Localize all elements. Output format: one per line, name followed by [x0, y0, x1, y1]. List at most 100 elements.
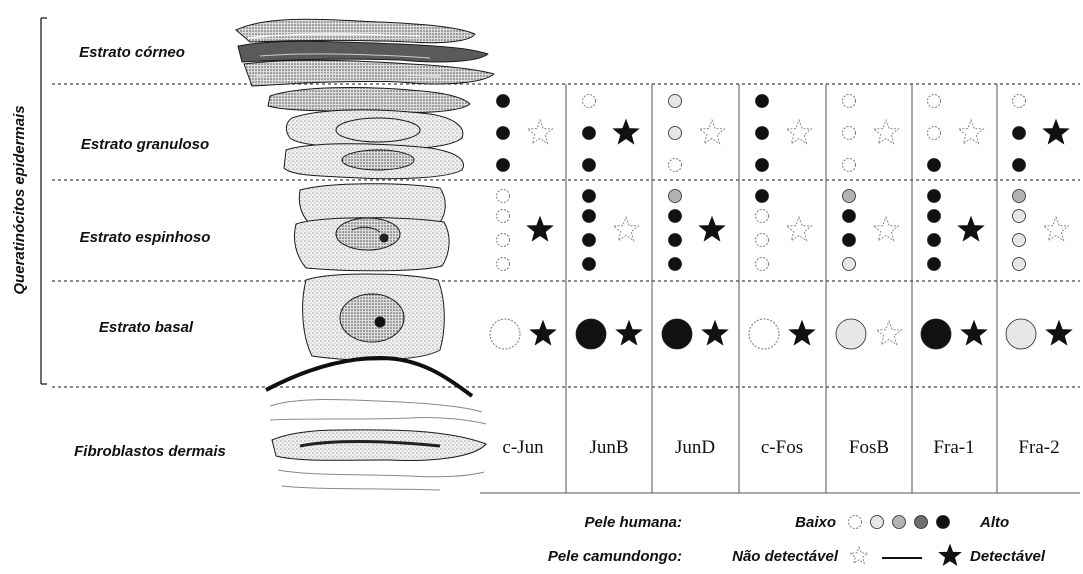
basal-cells [266, 274, 472, 396]
dot-fosb-espinhoso-4 [843, 258, 856, 271]
star-fra-1-espinhoso [959, 217, 984, 241]
dot-fra-2-granuloso-2 [1013, 127, 1026, 140]
legend-level-1 [871, 516, 884, 529]
dot-fra-1-espinhoso-2 [928, 210, 941, 223]
expression-marks [490, 95, 1071, 350]
dot-c-fos-basal [749, 319, 779, 349]
legend: Pele humana: Baixo Alto Pele camundongo:… [548, 514, 1046, 565]
star-fosb-basal [877, 321, 902, 345]
star-c-fos-espinhoso [787, 217, 812, 241]
dot-fra-2-espinhoso-3 [1013, 234, 1026, 247]
dot-fosb-espinhoso-1 [843, 190, 856, 203]
dot-c-jun-basal [490, 319, 520, 349]
legend-star-empty [850, 547, 867, 563]
layer-label-fibroblastos: Fibroblastos dermais [74, 443, 226, 460]
protein-label-fra-1: Fra-1 [933, 437, 974, 458]
epidermis-bracket [41, 18, 47, 384]
protein-label-fra-2: Fra-2 [1018, 437, 1059, 458]
star-junb-granuloso [614, 120, 639, 144]
legend-level-scale [849, 516, 950, 529]
dot-fra-2-espinhoso-4 [1013, 258, 1026, 271]
legend-level-4 [937, 516, 950, 529]
dot-c-jun-espinhoso-2 [497, 210, 510, 223]
legend-high-label: Alto [979, 514, 1009, 531]
dot-jund-espinhoso-4 [669, 258, 682, 271]
protein-label-c-fos: c-Fos [761, 437, 803, 458]
dot-fra-1-granuloso-3 [928, 159, 941, 172]
star-fra-2-granuloso [1044, 120, 1069, 144]
legend-mouse-label: Pele camundongo: [548, 548, 682, 565]
dot-fra-1-espinhoso-4 [928, 258, 941, 271]
axis-label: Queratinócitos epidermais [11, 105, 28, 294]
layer-label-granuloso: Estrato granuloso [81, 136, 209, 153]
legend-human-label: Pele humana: [584, 514, 682, 531]
table-grid [480, 84, 1080, 493]
dot-fosb-granuloso-3 [843, 159, 856, 172]
dot-junb-basal [576, 319, 606, 349]
dot-fosb-granuloso-1 [843, 95, 856, 108]
star-fosb-granuloso [874, 120, 899, 144]
star-fra-1-granuloso [959, 120, 984, 144]
dot-jund-espinhoso-1 [669, 190, 682, 203]
star-fra-1-basal [962, 321, 987, 345]
corneum-layers [236, 19, 494, 86]
dot-fosb-granuloso-2 [843, 127, 856, 140]
dot-c-jun-granuloso-1 [497, 95, 510, 108]
keratinocyte-illustration [236, 19, 494, 490]
dot-c-fos-granuloso-2 [756, 127, 769, 140]
protein-label-junb: JunB [589, 437, 628, 458]
protein-label-c-jun: c-Jun [502, 437, 544, 458]
star-fra-2-basal [1047, 321, 1072, 345]
dot-fra-1-basal [921, 319, 951, 349]
dot-junb-espinhoso-3 [583, 234, 596, 247]
dot-fosb-espinhoso-3 [843, 234, 856, 247]
dot-c-jun-granuloso-2 [497, 127, 510, 140]
dot-fra-1-espinhoso-3 [928, 234, 941, 247]
dot-jund-granuloso-3 [669, 159, 682, 172]
dot-fra-1-espinhoso-1 [928, 190, 941, 203]
dot-c-fos-espinhoso-2 [756, 210, 769, 223]
legend-low-label: Baixo [795, 514, 836, 531]
star-c-fos-granuloso [787, 120, 812, 144]
dot-jund-granuloso-1 [669, 95, 682, 108]
star-jund-basal [703, 321, 728, 345]
dot-fra-1-granuloso-1 [928, 95, 941, 108]
dot-jund-espinhoso-3 [669, 234, 682, 247]
dot-junb-espinhoso-1 [583, 190, 596, 203]
dot-jund-basal [662, 319, 692, 349]
dot-fra-2-basal [1006, 319, 1036, 349]
granular-cells [268, 88, 470, 179]
legend-level-0 [849, 516, 862, 529]
star-fra-2-espinhoso [1044, 217, 1069, 241]
star-c-jun-espinhoso [528, 217, 553, 241]
dot-junb-granuloso-3 [583, 159, 596, 172]
dot-c-fos-espinhoso-1 [756, 190, 769, 203]
layer-label-basal: Estrato basal [99, 319, 194, 336]
star-junb-espinhoso [614, 217, 639, 241]
star-fosb-espinhoso [874, 217, 899, 241]
dot-c-fos-granuloso-1 [756, 95, 769, 108]
dot-fra-2-espinhoso-1 [1013, 190, 1026, 203]
star-junb-basal [617, 321, 642, 345]
star-jund-granuloso [700, 120, 725, 144]
legend-level-3 [915, 516, 928, 529]
dot-fra-1-granuloso-2 [928, 127, 941, 140]
dot-c-jun-granuloso-3 [497, 159, 510, 172]
star-c-fos-basal [790, 321, 815, 345]
star-jund-espinhoso [700, 217, 725, 241]
dot-c-jun-espinhoso-1 [497, 190, 510, 203]
dot-junb-espinhoso-2 [583, 210, 596, 223]
legend-detection-scale [850, 545, 960, 565]
spinous-cells [294, 184, 449, 271]
protein-label-fosb: FosB [849, 437, 889, 458]
layer-label-espinhoso: Estrato espinhoso [80, 229, 211, 246]
fibroblast [270, 400, 486, 491]
protein-labels: c-Jun JunB JunD c-Fos FosB Fra-1 Fra-2 [502, 437, 1059, 458]
dot-c-fos-granuloso-3 [756, 159, 769, 172]
legend-level-2 [893, 516, 906, 529]
legend-star-filled [940, 545, 961, 565]
dot-fra-2-granuloso-3 [1013, 159, 1026, 172]
star-c-jun-basal [531, 321, 556, 345]
dot-junb-granuloso-1 [583, 95, 596, 108]
